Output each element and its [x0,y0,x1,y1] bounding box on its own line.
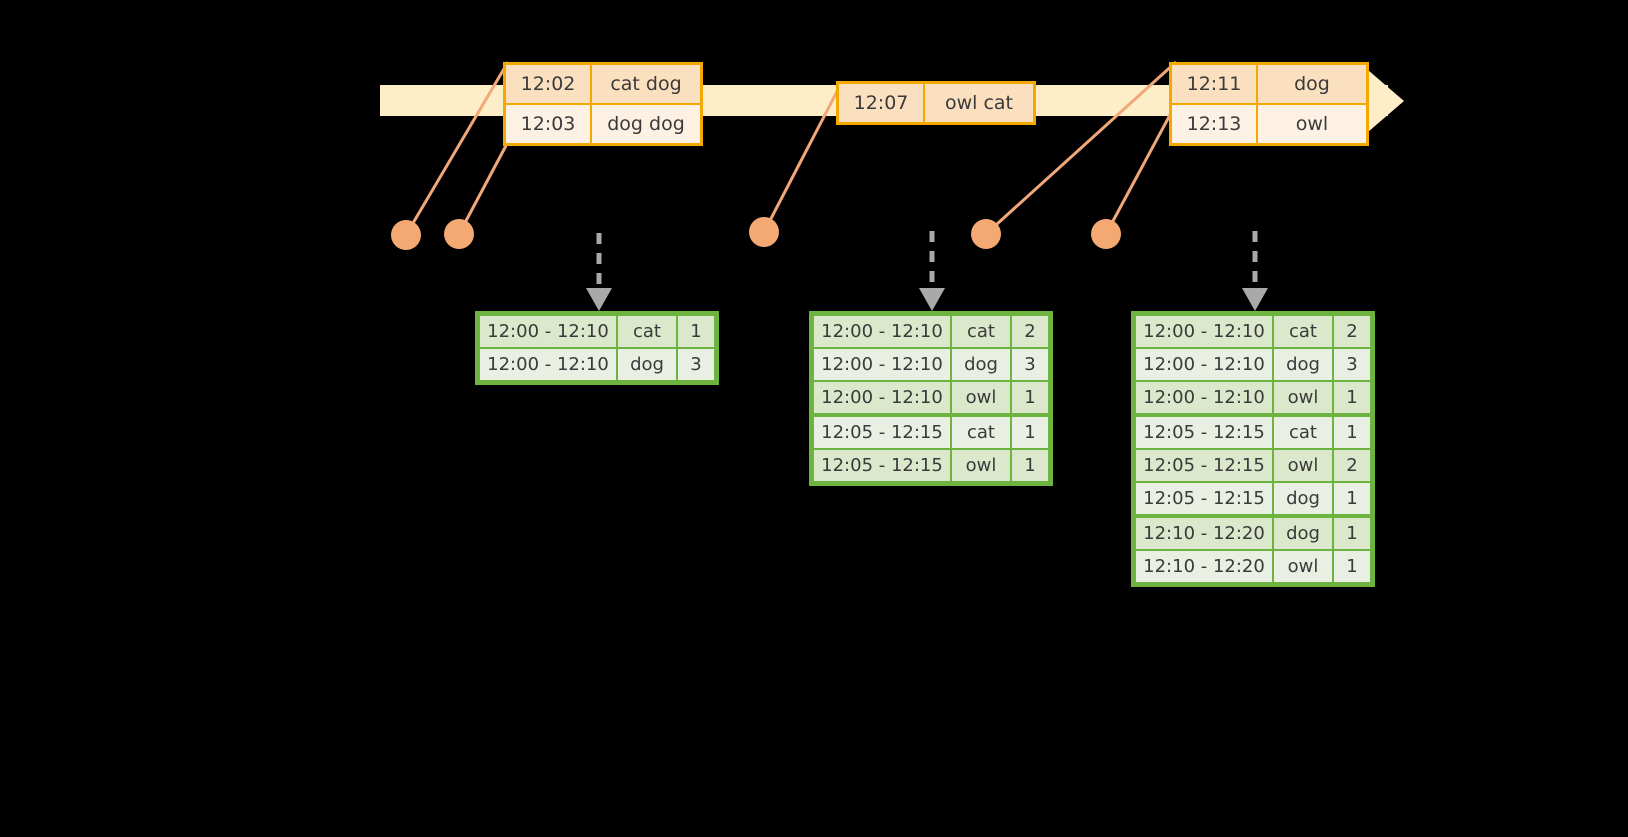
event-words: cat dog [590,65,700,103]
event-row[interactable]: 12:07 owl cat [839,84,1033,122]
count-cell: 1 [1334,518,1370,549]
emit-arrow-head-2-icon [919,288,945,311]
event-row[interactable]: 12:13 owl [1172,103,1366,143]
trigger-dot-2 [444,219,474,249]
count-cell: 1 [1012,417,1048,448]
word-cell: owl [1274,382,1332,413]
word-cell: cat [952,417,1010,448]
window-cell: 12:05 - 12:15 [1136,450,1272,481]
event-row[interactable]: 12:02 cat dog [506,65,700,103]
window-cell: 12:00 - 12:10 [814,349,950,380]
window-cell: 12:00 - 12:10 [1136,349,1272,380]
window-cell: 12:05 - 12:15 [1136,483,1272,514]
word-cell: dog [1274,483,1332,514]
word-cell: owl [1274,450,1332,481]
count-cell: 1 [1012,450,1048,481]
window-cell: 12:00 - 12:10 [1136,316,1272,347]
count-cell: 3 [1334,349,1370,380]
event-group-1[interactable]: 12:02 cat dog 12:03 dog dog [503,62,703,146]
word-cell: owl [1274,551,1332,582]
window-cell: 12:00 - 12:10 [480,349,616,380]
count-cell: 2 [1012,316,1048,347]
word-cell: cat [952,316,1010,347]
event-words: dog dog [590,105,700,143]
window-cell: 12:00 - 12:10 [480,316,616,347]
window-cell: 12:00 - 12:10 [814,382,950,413]
word-cell: cat [1274,417,1332,448]
count-cell: 1 [1334,483,1370,514]
window-cell: 12:00 - 12:10 [814,316,950,347]
event-words: dog [1256,65,1366,103]
word-cell: cat [1274,316,1332,347]
emit-arrow-head-1-icon [586,288,612,311]
word-cell: dog [1274,518,1332,549]
event-words: owl [1256,105,1366,143]
word-cell: owl [952,450,1010,481]
window-cell: 12:05 - 12:15 [1136,417,1272,448]
trigger-dot-3 [749,217,779,247]
event-time: 12:02 [506,65,590,103]
event-group-2[interactable]: 12:07 owl cat [836,81,1036,125]
timeline-arrow-head-icon [1368,70,1404,132]
count-cell: 3 [678,349,714,380]
event-group-3[interactable]: 12:11 dog 12:13 owl [1169,62,1369,146]
trigger-dot-1 [391,220,421,250]
word-cell: owl [952,382,1010,413]
event-time: 12:11 [1172,65,1256,103]
word-cell: cat [618,316,676,347]
trigger-dots [391,217,1121,250]
trigger-dot-5 [1091,219,1121,249]
count-cell: 2 [1334,450,1370,481]
count-cell: 1 [1334,551,1370,582]
window-cell: 12:05 - 12:15 [814,417,950,448]
event-row[interactable]: 12:03 dog dog [506,103,700,143]
emit-arrows [586,231,1268,311]
window-cell: 12:00 - 12:10 [1136,382,1272,413]
window-cell: 12:10 - 12:20 [1136,518,1272,549]
trigger-dot-4 [971,219,1001,249]
count-cell: 2 [1334,316,1370,347]
count-cell: 1 [1334,382,1370,413]
emit-arrow-head-3-icon [1242,288,1268,311]
event-row[interactable]: 12:11 dog [1172,65,1366,103]
word-cell: dog [1274,349,1332,380]
window-cell: 12:10 - 12:20 [1136,551,1272,582]
count-cell: 3 [1012,349,1048,380]
count-cell: 1 [1012,382,1048,413]
word-cell: dog [618,349,676,380]
count-cell: 1 [1334,417,1370,448]
window-cell: 12:05 - 12:15 [814,450,950,481]
event-time: 12:07 [839,84,923,122]
event-time: 12:03 [506,105,590,143]
count-cell: 1 [678,316,714,347]
event-words: owl cat [923,84,1033,122]
event-time: 12:13 [1172,105,1256,143]
word-cell: dog [952,349,1010,380]
